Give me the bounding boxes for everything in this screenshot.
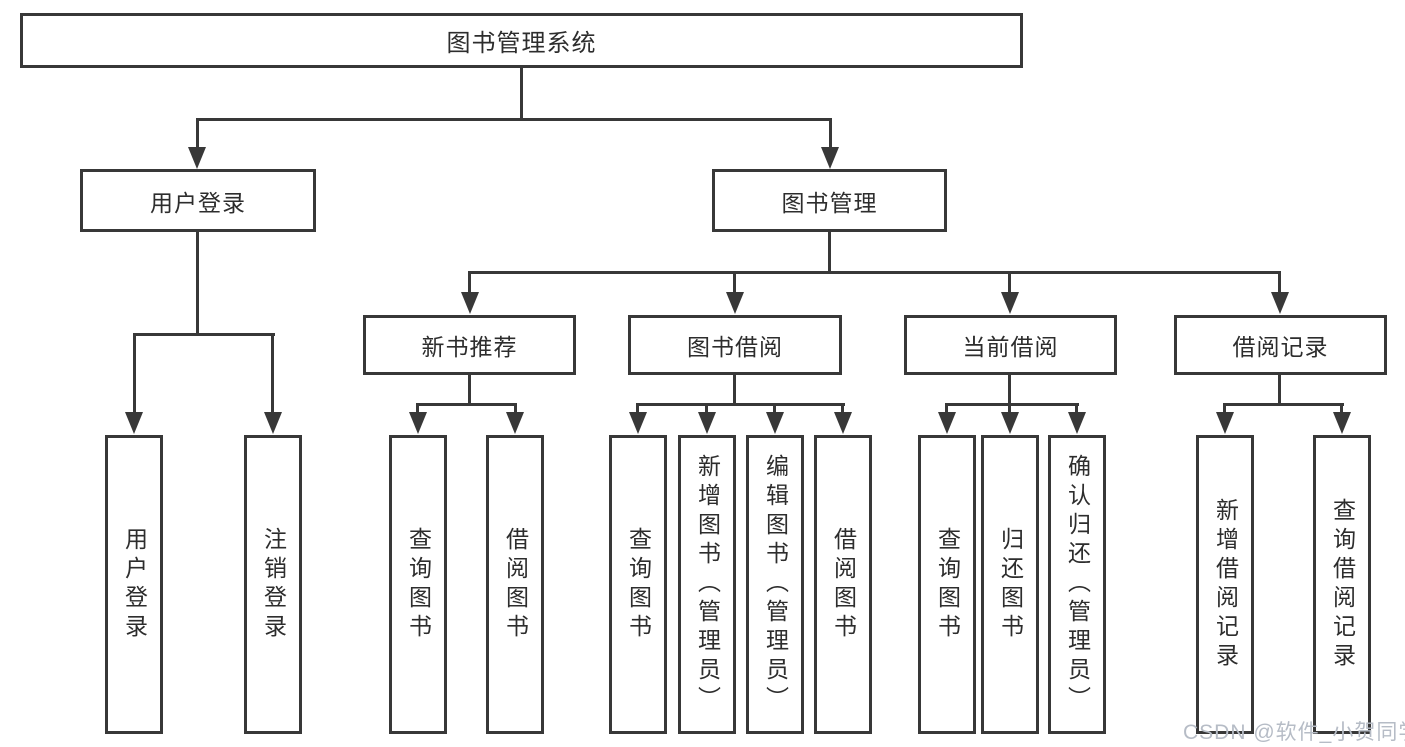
leaf-edit-book-admin: 编辑图书（管理员） (746, 435, 804, 734)
node-book-borrow: 图书借阅 (628, 315, 842, 375)
arrowhead-down-icon (506, 412, 524, 434)
leaf-borrow-books: 借阅图书 (814, 435, 872, 734)
leaf-query-books: 查询图书 (609, 435, 667, 734)
arrowhead-down-icon (264, 412, 282, 434)
leaf-label: 用户登录 (121, 526, 148, 643)
node-label: 当前借阅 (962, 334, 1059, 360)
leaf-query-books: 查询图书 (389, 435, 447, 734)
leaf-label: 查询借阅记录 (1329, 497, 1356, 672)
node-borrow-records: 借阅记录 (1174, 315, 1387, 375)
arrowhead-down-icon (409, 412, 427, 434)
connector-line (841, 403, 844, 414)
connector-line (1223, 403, 1226, 414)
connector-line (468, 375, 471, 405)
leaf-label: 新增借阅记录 (1212, 497, 1239, 672)
node-book-management-system: 图书管理系统 (20, 13, 1023, 68)
arrowhead-down-icon (1001, 292, 1019, 314)
connector-line (705, 403, 708, 414)
connector-line (468, 271, 1281, 274)
leaf-label: 归还图书 (997, 526, 1024, 643)
connector-line (733, 375, 736, 405)
connector-line (945, 403, 948, 414)
leaf-query-borrow-record: 查询借阅记录 (1313, 435, 1371, 734)
connector-line (196, 232, 199, 335)
leaf-return-books: 归还图书 (981, 435, 1039, 734)
leaf-logout: 注销登录 (244, 435, 302, 734)
connector-line (196, 118, 832, 121)
connector-line (829, 118, 832, 150)
leaf-add-book-admin: 新增图书（管理员） (678, 435, 736, 734)
leaf-label: 新增图书（管理员） (694, 454, 721, 715)
leaf-borrow-books: 借阅图书 (486, 435, 544, 734)
arrowhead-down-icon (1333, 412, 1351, 434)
leaf-label: 借阅图书 (830, 526, 857, 643)
connector-line (1008, 403, 1011, 414)
connector-line (514, 403, 517, 414)
leaf-add-borrow-record: 新增借阅记录 (1196, 435, 1254, 734)
leaf-label: 确认归还（管理员） (1064, 454, 1091, 715)
node-label: 图书借阅 (687, 334, 783, 360)
leaf-label: 借阅图书 (502, 526, 529, 643)
node-new-book-recommend: 新书推荐 (363, 315, 576, 375)
leaf-user-login: 用户登录 (105, 435, 163, 734)
arrowhead-down-icon (1271, 292, 1289, 314)
arrowhead-down-icon (698, 412, 716, 434)
arrowhead-down-icon (461, 292, 479, 314)
arrowhead-down-icon (938, 412, 956, 434)
arrowhead-down-icon (125, 412, 143, 434)
node-label: 图书管理 (781, 189, 878, 216)
node-label: 图书管理系统 (446, 30, 597, 57)
arrowhead-down-icon (821, 147, 839, 169)
arrowhead-down-icon (1001, 412, 1019, 434)
connector-line (1340, 403, 1343, 414)
node-label: 用户登录 (150, 189, 246, 216)
connector-line (1008, 375, 1011, 405)
connector-line (636, 403, 845, 406)
arrowhead-down-icon (766, 412, 784, 434)
connector-line (520, 66, 523, 121)
connector-line (828, 232, 831, 274)
node-label: 借阅记录 (1232, 334, 1329, 360)
leaf-confirm-return-admin: 确认归还（管理员） (1048, 435, 1106, 734)
connector-line (133, 333, 136, 414)
leaf-query-books: 查询图书 (918, 435, 976, 734)
arrowhead-down-icon (726, 292, 744, 314)
arrowhead-down-icon (188, 147, 206, 169)
connector-line (416, 403, 419, 414)
leaf-label: 查询图书 (934, 526, 961, 643)
connector-line (196, 118, 199, 150)
arrowhead-down-icon (1068, 412, 1086, 434)
connector-line (133, 333, 275, 336)
connector-line (1008, 271, 1011, 295)
leaf-label: 查询图书 (405, 526, 432, 643)
connector-line (1075, 403, 1078, 414)
arrowhead-down-icon (1216, 412, 1234, 434)
connector-line (468, 271, 471, 295)
connector-line (1223, 403, 1344, 406)
watermark: CSDN @软件_小贺同学 (1183, 721, 1405, 744)
arrowhead-down-icon (834, 412, 852, 434)
leaf-label: 编辑图书（管理员） (762, 454, 789, 715)
connector-line (945, 403, 1079, 406)
connector-line (636, 403, 639, 414)
connector-line (271, 333, 274, 414)
node-book-management: 图书管理 (712, 169, 947, 232)
connector-line (416, 403, 517, 406)
node-label: 新书推荐 (421, 334, 518, 360)
node-current-borrow: 当前借阅 (904, 315, 1117, 375)
node-user-login: 用户登录 (80, 169, 316, 232)
leaf-label: 注销登录 (260, 526, 287, 643)
leaf-label: 查询图书 (625, 526, 652, 643)
arrowhead-down-icon (629, 412, 647, 434)
connector-line (733, 271, 736, 295)
connector-line (773, 403, 776, 414)
connector-line (1278, 375, 1281, 405)
connector-line (1278, 271, 1281, 295)
